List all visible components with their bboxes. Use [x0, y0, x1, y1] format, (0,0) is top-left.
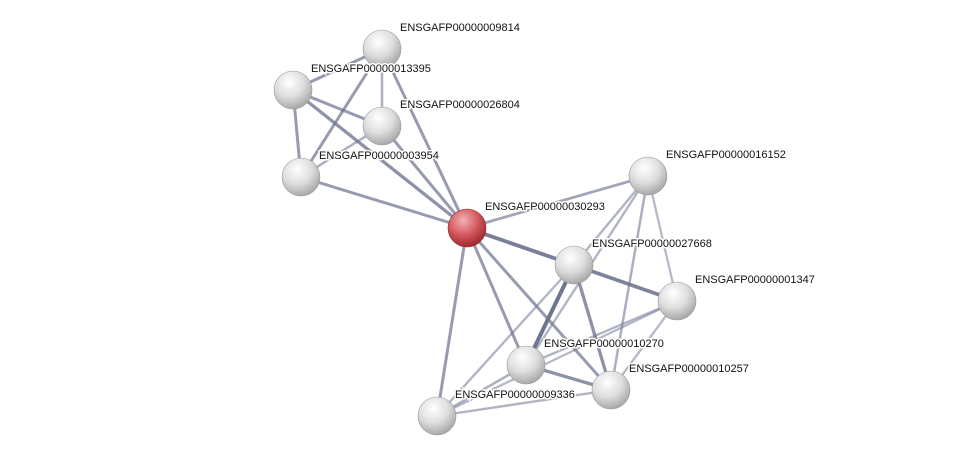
edge[interactable]	[380, 48, 469, 229]
edge[interactable]	[436, 299, 678, 418]
node-sphere[interactable]	[417, 396, 457, 436]
protein-node[interactable]: ENSGAFP00000009336	[417, 388, 576, 436]
protein-node[interactable]: ENSGAFP00000001347	[657, 273, 816, 321]
edge[interactable]	[299, 48, 384, 178]
edge[interactable]	[436, 264, 575, 417]
node-sphere[interactable]	[362, 106, 402, 146]
edge[interactable]	[300, 175, 468, 230]
node-sphere[interactable]	[554, 245, 594, 285]
node-label: ENSGAFP00000026804	[400, 99, 520, 111]
protein-node[interactable]: ENSGAFP00000027668	[554, 237, 713, 285]
edge[interactable]	[572, 264, 613, 391]
node-sphere[interactable]	[506, 345, 546, 385]
edge[interactable]	[466, 174, 649, 230]
node-label: ENSGAFP00000003954	[319, 150, 439, 162]
edge[interactable]	[380, 125, 469, 229]
edge[interactable]	[465, 227, 613, 391]
node-sphere[interactable]	[362, 29, 402, 69]
node-sphere[interactable]	[628, 156, 668, 196]
edge[interactable]	[435, 227, 469, 417]
edge[interactable]	[525, 299, 678, 367]
node-label: ENSGAFP00000009814	[400, 22, 520, 34]
node-sphere[interactable]	[591, 370, 631, 410]
node-label: ENSGAFP00000009336	[455, 389, 575, 401]
node-label: ENSGAFP00000016152	[666, 149, 786, 161]
node-label: ENSGAFP00000010270	[544, 338, 664, 350]
protein-node[interactable]: ENSGAFP00000010270	[506, 337, 665, 385]
edge[interactable]	[465, 227, 528, 366]
node-sphere[interactable]	[447, 208, 487, 248]
node-sphere[interactable]	[657, 281, 697, 321]
edge[interactable]	[436, 388, 612, 418]
edge[interactable]	[646, 175, 679, 302]
protein-node[interactable]: ENSGAFP00000010257	[591, 362, 750, 410]
node-label: ENSGAFP00000027668	[592, 238, 712, 250]
protein-node[interactable]: ENSGAFP00000009814	[362, 21, 521, 69]
protein-node[interactable]: ENSGAFP00000016152	[628, 148, 787, 196]
node-label: ENSGAFP00000001347	[695, 274, 815, 286]
node-label: ENSGAFP00000010257	[629, 363, 749, 375]
node-label: ENSGAFP00000013395	[311, 63, 431, 75]
protein-node[interactable]: ENSGAFP00000013395	[273, 62, 432, 110]
query-node[interactable]: ENSGAFP00000030293	[447, 200, 606, 248]
node-label: ENSGAFP00000030293	[485, 201, 605, 213]
edge[interactable]	[291, 88, 469, 230]
protein-node[interactable]: ENSGAFP00000003954	[281, 149, 440, 197]
node-sphere[interactable]	[273, 70, 313, 110]
node-sphere[interactable]	[281, 157, 321, 197]
protein-node[interactable]: ENSGAFP00000026804	[362, 98, 521, 146]
